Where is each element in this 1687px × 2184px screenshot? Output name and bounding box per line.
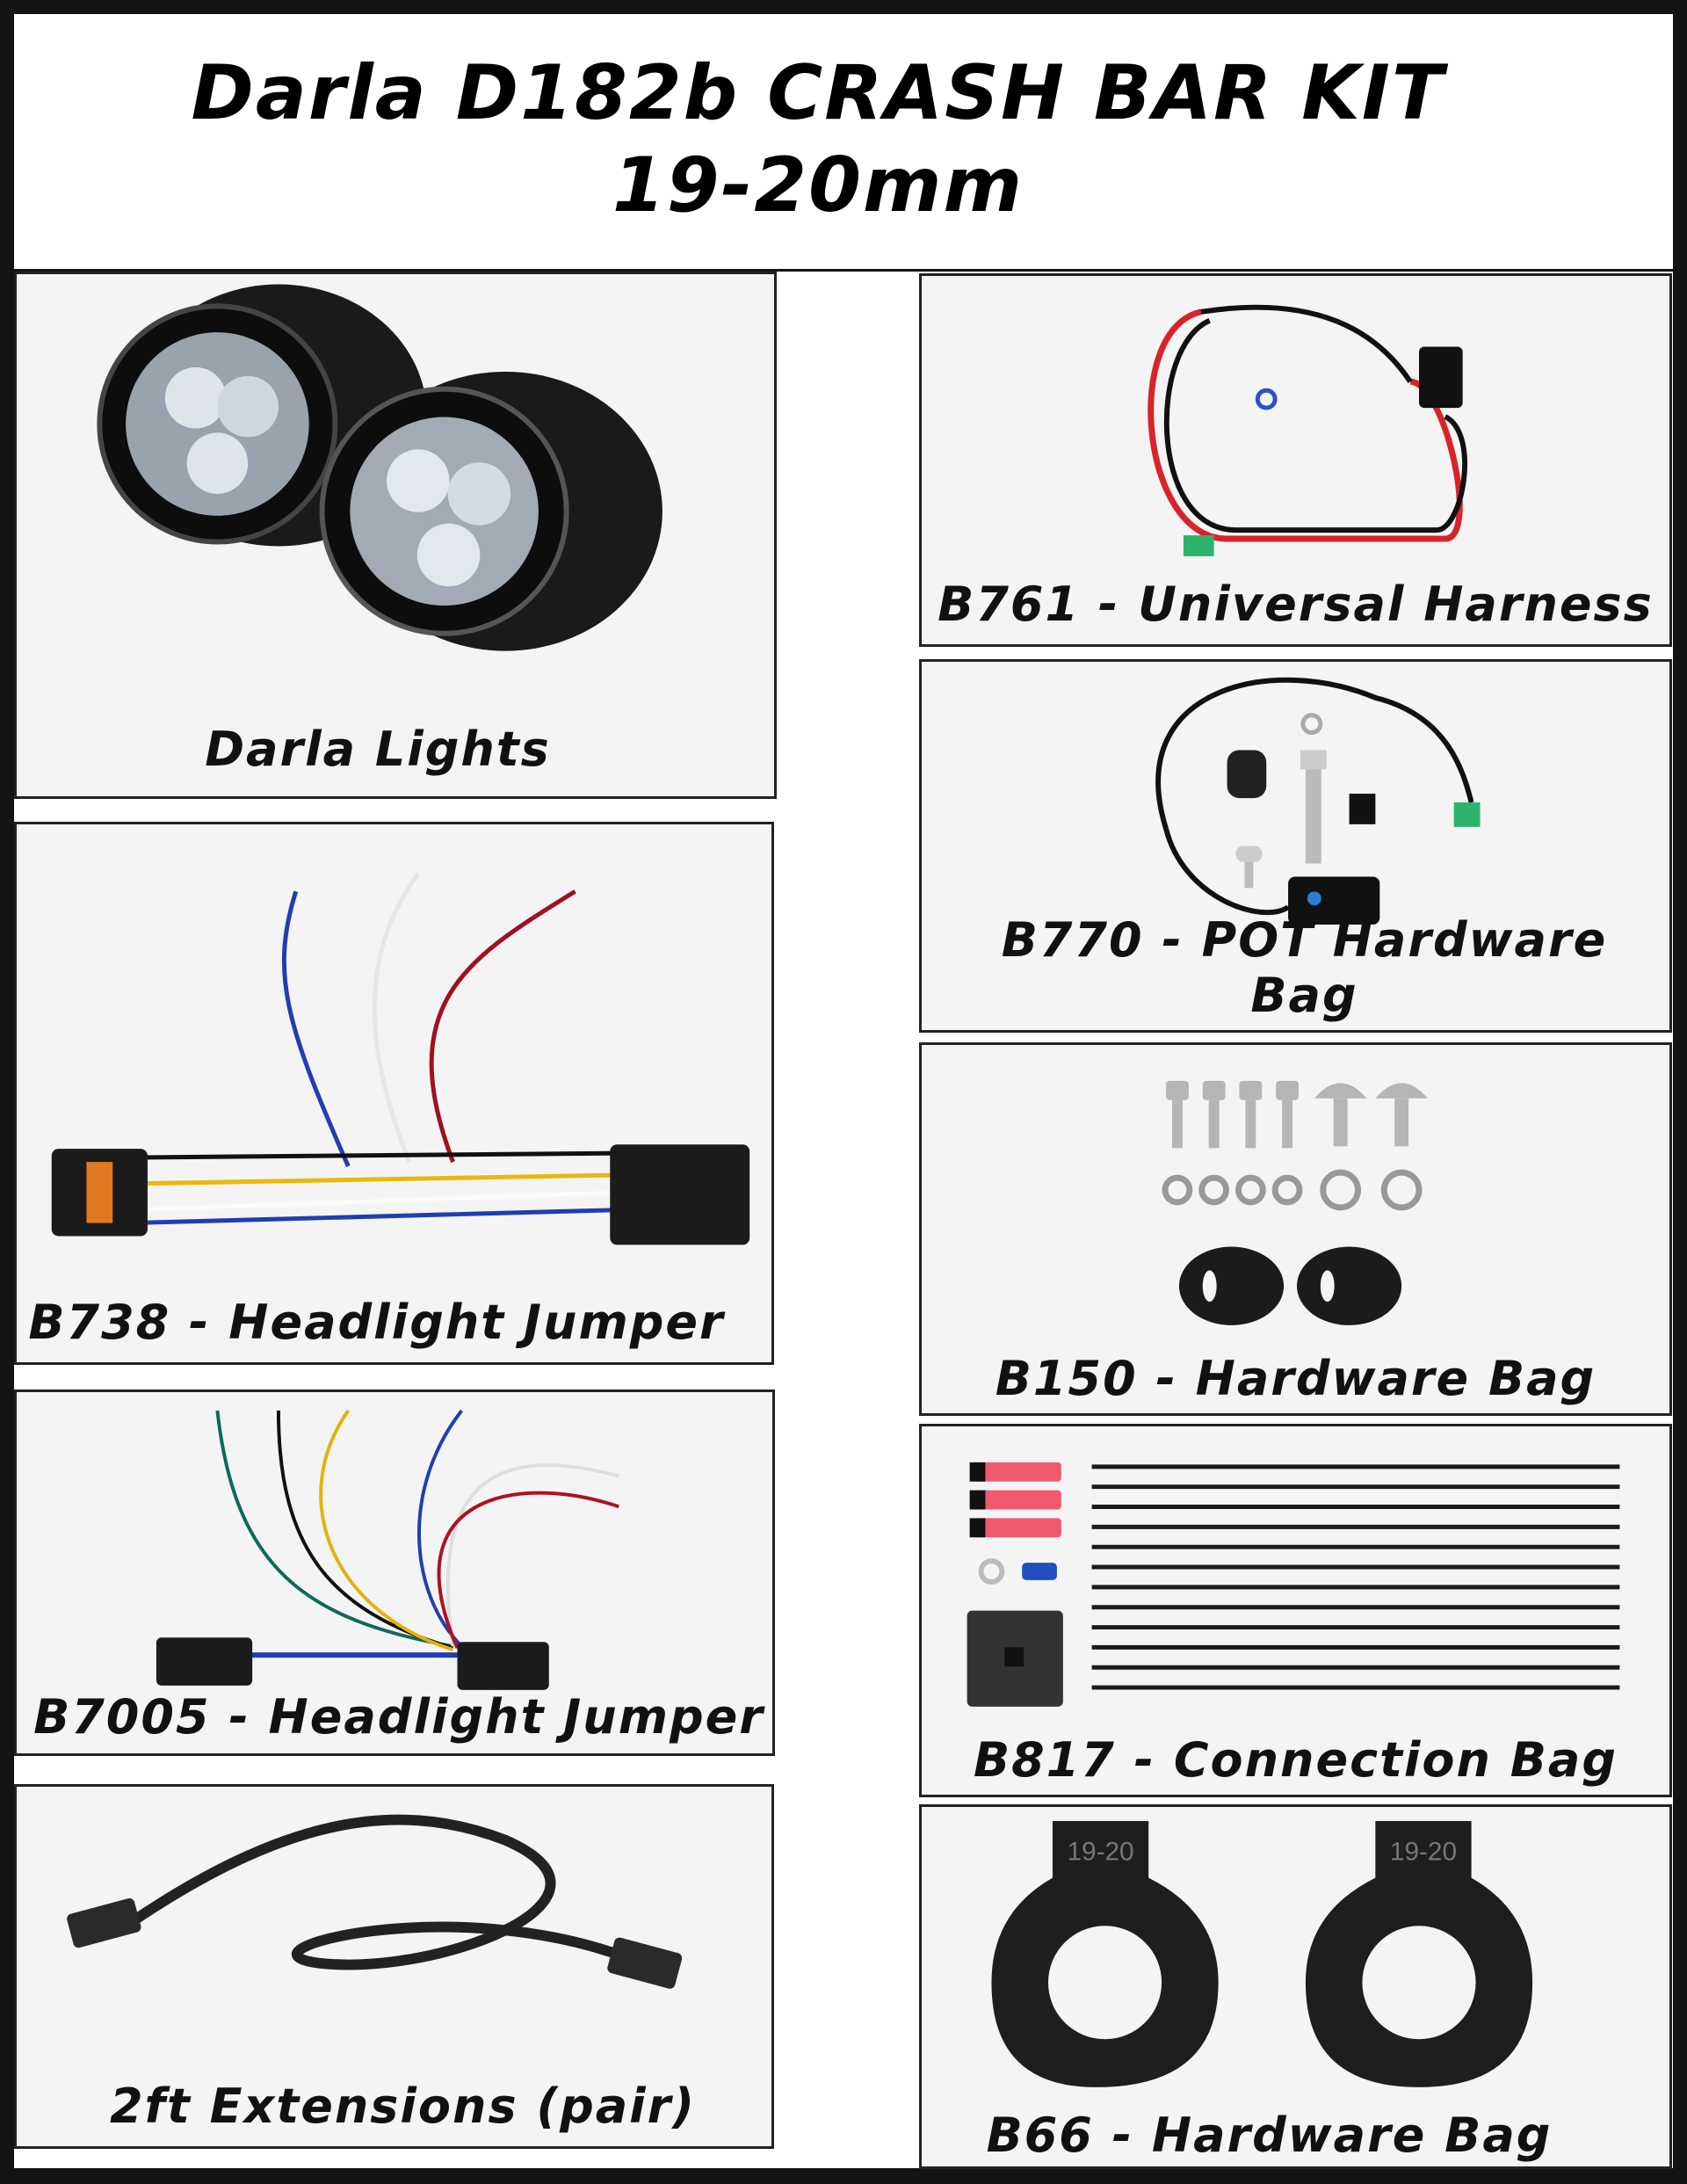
panel-b761: B761 - Universal Harness <box>919 273 1672 647</box>
caption-b770: B770 - POT Hardware Bag <box>1001 912 1608 1023</box>
caption-b761: B761 - Universal Harness <box>938 577 1654 632</box>
caption-2ft-extensions: 2ft Extensions (pair) <box>109 2079 696 2134</box>
panel-b7005: B7005 - Headlight Jumper <box>14 1389 775 1756</box>
b738-jumper-image <box>51 872 750 1245</box>
panel-b817: B817 - Connection Bag <box>919 1424 1672 1797</box>
title-line-2: 19-20mm <box>612 141 1025 229</box>
b770-pot-hardware-image <box>1155 677 1481 925</box>
panel-b150: B150 - Hardware Bag <box>919 1042 1672 1416</box>
b7005-jumper-image <box>156 1409 619 1690</box>
extension-cable-image <box>67 1814 683 1989</box>
b150-hardware-image <box>1162 1080 1428 1325</box>
caption-darla-lights: Darla Lights <box>205 722 551 777</box>
panel-darla-lights: Darla Lights <box>14 272 777 799</box>
page-title: Darla D182b CRASH BAR KIT 19-20mm <box>14 14 1673 272</box>
caption-b150: B150 - Hardware Bag <box>995 1351 1596 1406</box>
panel-2ft-extensions: 2ft Extensions (pair) <box>14 1784 774 2149</box>
caption-b738: B738 - Headlight Jumper <box>28 1295 725 1350</box>
b66-clamps-image: 19-20 19-20 <box>991 1821 1533 2087</box>
panel-b66: 19-20 19-20 B66 - Hardware Bag <box>919 1804 1672 2169</box>
caption-b7005: B7005 - Headlight Jumper <box>33 1689 764 1745</box>
title-line-1: Darla D182b CRASH BAR KIT <box>191 49 1445 137</box>
panel-b738: B738 - Headlight Jumper <box>14 822 774 1365</box>
clamp-label-2: 19-20 <box>1390 1838 1457 1867</box>
clamp-label-1: 19-20 <box>1067 1838 1133 1867</box>
b761-harness-image <box>1148 304 1467 556</box>
darla-lights-image <box>97 284 662 651</box>
panel-b770: B770 - POT Hardware Bag <box>919 659 1672 1033</box>
b817-connection-image <box>967 1462 1620 1707</box>
caption-b817: B817 - Connection Bag <box>973 1732 1618 1788</box>
caption-b66: B66 - Hardware Bag <box>986 2108 1553 2163</box>
